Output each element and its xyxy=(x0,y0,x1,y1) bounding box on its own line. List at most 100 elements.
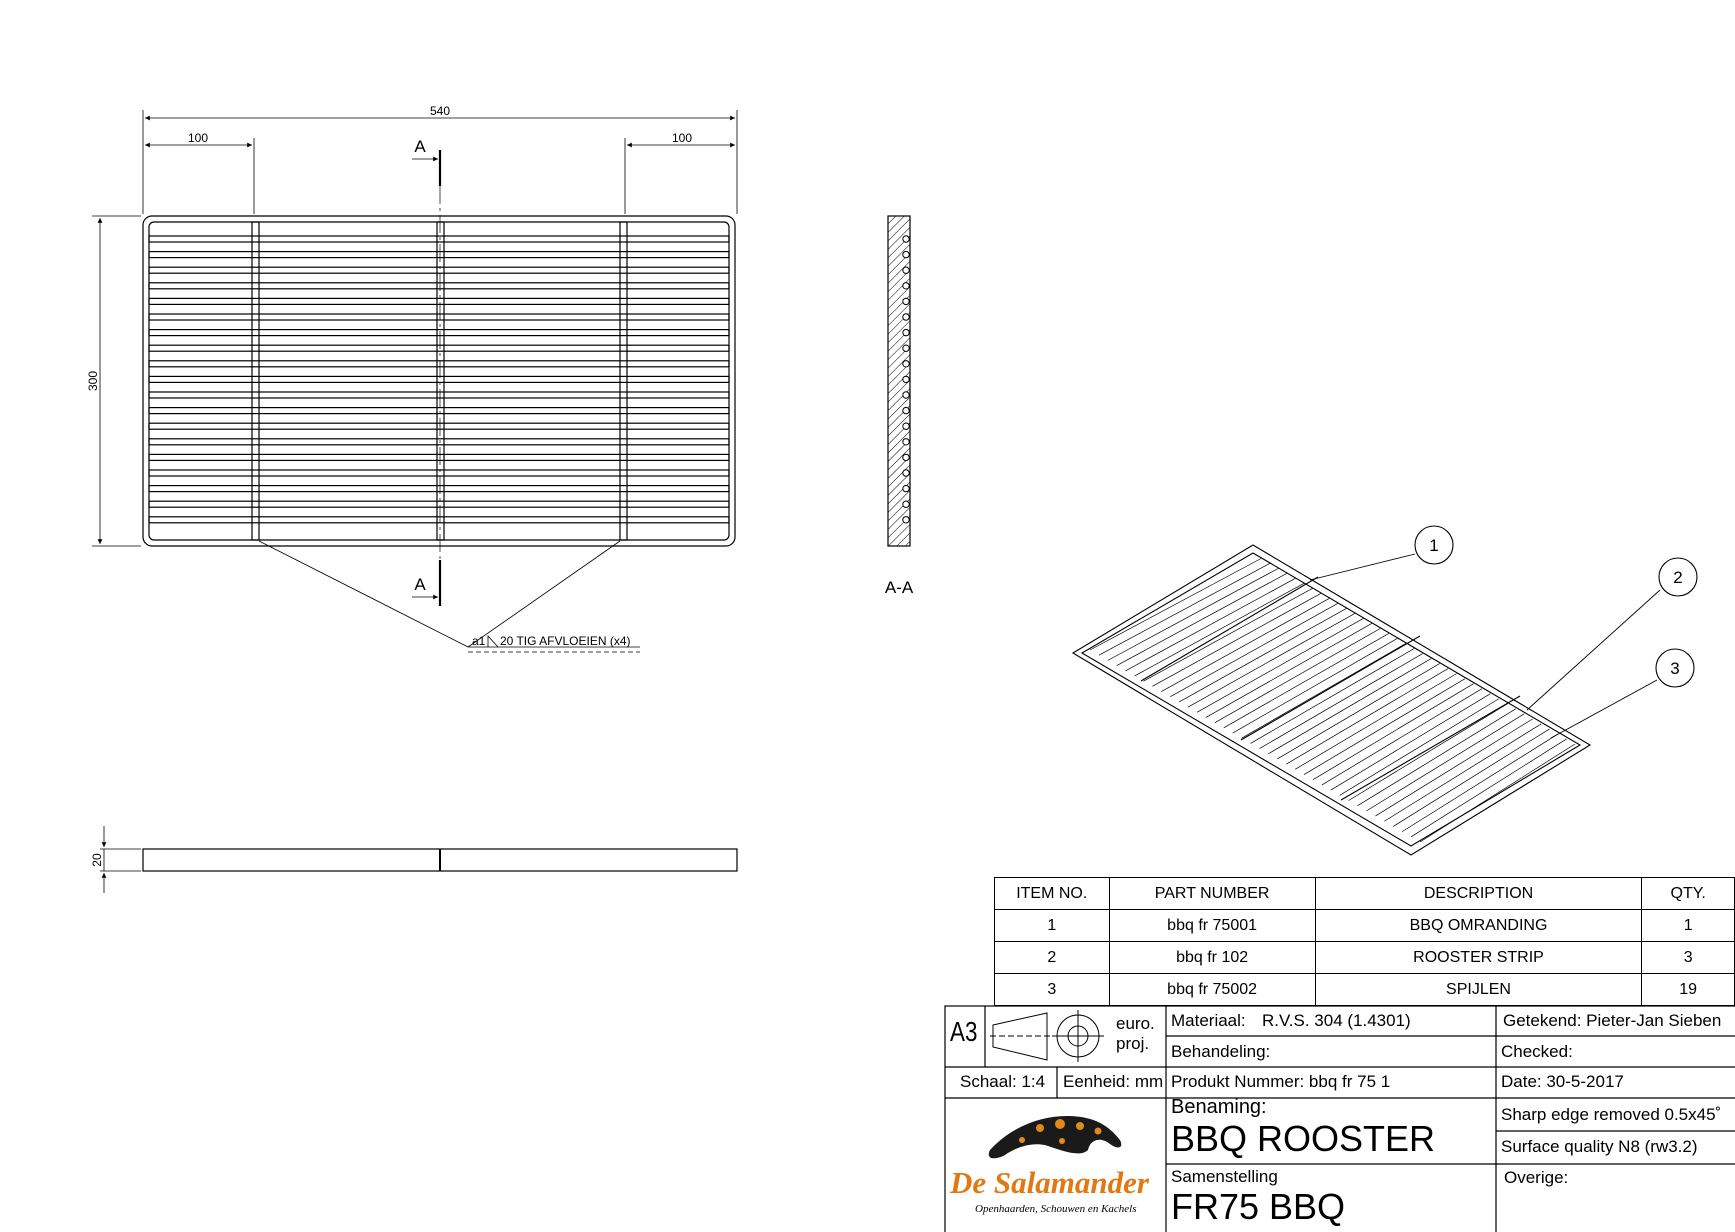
top-view-dimensions xyxy=(92,110,738,653)
bom-cell: bbq fr 102 xyxy=(1108,941,1316,974)
iso-bar xyxy=(1205,623,1373,718)
bom-cell: 1 xyxy=(994,909,1110,942)
bom-header-qty: QTY. xyxy=(1641,877,1735,910)
sharp-edge-note: Sharp edge removed 0.5x45˚ xyxy=(1501,1105,1722,1124)
iso-bar xyxy=(1348,703,1508,801)
name-label: Benaming: xyxy=(1171,1096,1267,1118)
drawn-by: Getekend: Pieter-Jan Sieben xyxy=(1503,1011,1722,1030)
bom-cell: SPIJLEN xyxy=(1314,973,1643,1006)
cross-strip-left xyxy=(251,221,260,541)
section-bar-circles xyxy=(902,235,910,524)
section-label: A-A xyxy=(885,578,914,597)
logo-text: De Salamander xyxy=(950,1165,1149,1200)
section-bar-circle xyxy=(902,282,910,290)
iso-view xyxy=(1071,525,1698,856)
grate-outer-frame xyxy=(142,215,736,547)
iso-bar xyxy=(1089,557,1263,651)
grate-bar xyxy=(148,235,730,243)
bom-cell: bbq fr 75002 xyxy=(1108,973,1316,1006)
title-block-frame xyxy=(944,1005,1735,1232)
bom-cell: 1 xyxy=(1641,909,1735,942)
iso-bar xyxy=(1161,597,1330,692)
section-bar-circle xyxy=(902,266,910,274)
balloon-2-label: 2 xyxy=(1673,568,1682,587)
iso-bar xyxy=(1214,628,1381,723)
iso-bar xyxy=(1277,663,1440,760)
projection-symbol xyxy=(990,1010,1104,1062)
unit: Eenheid: mm xyxy=(1063,1072,1164,1091)
projection-line-2: proj. xyxy=(1116,1034,1150,1053)
bom-header-item: ITEM NO. xyxy=(994,877,1110,910)
section-bar-circle xyxy=(902,360,910,368)
grate-bar xyxy=(148,329,730,337)
section-bar-circle xyxy=(902,375,910,384)
checked: Checked: xyxy=(1501,1042,1573,1061)
iso-bar xyxy=(1384,723,1542,822)
iso-bar xyxy=(1170,602,1339,698)
other: Overige: xyxy=(1504,1168,1569,1187)
iso-bar xyxy=(1116,572,1288,666)
grate-bar xyxy=(148,469,730,477)
bom-header-row: ITEM NO. PART NUMBER DESCRIPTION QTY. xyxy=(994,877,1735,910)
bom-header-part: PART NUMBER xyxy=(1108,877,1316,910)
iso-bar xyxy=(1393,728,1550,827)
front-view xyxy=(100,826,738,893)
iso-bar xyxy=(1241,643,1406,739)
section-bar-circle xyxy=(902,250,910,259)
iso-bar xyxy=(1312,683,1474,781)
iso-bar xyxy=(1196,618,1364,713)
iso-bar xyxy=(1187,612,1356,708)
assembly-label: Samenstelling xyxy=(1171,1167,1278,1186)
surface-quality: Surface quality N8 (rw3.2) xyxy=(1501,1137,1698,1156)
iso-bar xyxy=(1321,688,1483,786)
section-bar-circle xyxy=(902,391,910,399)
iso-bar xyxy=(1339,698,1500,796)
dim-overall-width: 540 xyxy=(430,104,450,118)
iso-bar xyxy=(1419,743,1576,843)
iso-bar xyxy=(1410,738,1567,838)
material-label: Materiaal: xyxy=(1171,1011,1246,1030)
bom-cell: 3 xyxy=(994,973,1110,1006)
iso-bar xyxy=(1357,708,1516,806)
date: Date: 30-5-2017 xyxy=(1501,1072,1624,1091)
iso-bars xyxy=(1089,557,1576,843)
bom-cell: 19 xyxy=(1641,973,1735,1006)
iso-bar xyxy=(1268,658,1432,755)
projection-line-1: euro. xyxy=(1116,1014,1155,1033)
section-bar-circle xyxy=(902,406,910,415)
grate-bar xyxy=(148,485,730,493)
bom-cell: BBQ OMRANDING xyxy=(1314,909,1643,942)
grate-bar xyxy=(148,282,730,290)
section-bar-circle xyxy=(902,516,910,524)
grate-bar xyxy=(148,453,730,461)
iso-bar xyxy=(1286,668,1449,765)
scale: Schaal: 1:4 xyxy=(960,1072,1046,1091)
section-bar-circle xyxy=(902,313,910,321)
section-bar-circle xyxy=(902,328,910,337)
grate-bar xyxy=(148,360,730,368)
section-mark-top: A xyxy=(414,137,426,156)
grate-bars xyxy=(148,235,730,524)
grate-bar xyxy=(148,266,730,274)
grate-bar xyxy=(148,500,730,508)
bom-row: 3 bbq fr 75002 SPIJLEN 19 xyxy=(994,973,1735,1006)
assembly-value: FR75 BBQ xyxy=(1171,1186,1346,1227)
grate-bar xyxy=(148,516,730,524)
balloon-1-label: 1 xyxy=(1429,536,1438,555)
iso-bar xyxy=(1303,678,1466,775)
grate-bar xyxy=(148,375,730,383)
treatment-label: Behandeling: xyxy=(1171,1042,1271,1061)
section-bar-circle xyxy=(902,438,910,446)
weld-size: a1 xyxy=(472,634,486,648)
bom-row: 2 bbq fr 102 ROOSTER STRIP 3 xyxy=(994,941,1735,974)
iso-bar xyxy=(1107,567,1280,661)
bill-of-materials: ITEM NO. PART NUMBER DESCRIPTION QTY. 1 … xyxy=(994,877,1735,1006)
grate-bar xyxy=(148,344,730,352)
balloon-3 xyxy=(1655,648,1695,688)
section-mark-bottom: A xyxy=(414,575,426,594)
cross-strip-right xyxy=(619,221,628,541)
name-value: BBQ ROOSTER xyxy=(1171,1118,1436,1159)
grate-bar xyxy=(148,407,730,415)
bom-header-desc: DESCRIPTION xyxy=(1314,877,1643,910)
